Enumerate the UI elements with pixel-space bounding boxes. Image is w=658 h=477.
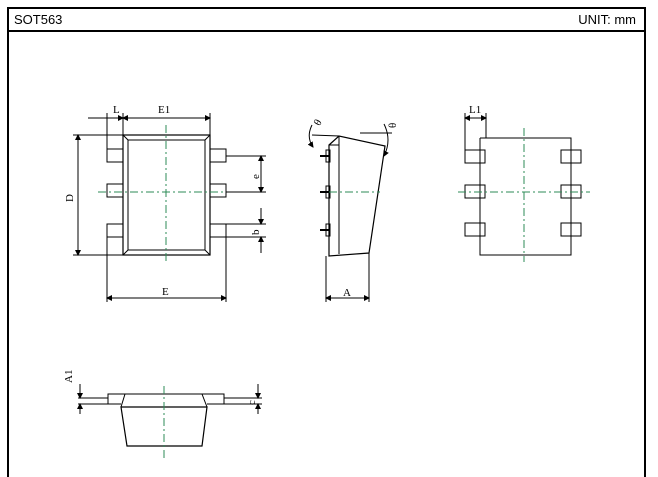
top-view [73, 113, 266, 302]
dim-a-label: A [343, 287, 351, 299]
package-name: SOT563 [14, 12, 63, 27]
dim-e-label: e [250, 174, 262, 179]
dim-l-label: L [113, 104, 120, 116]
dim-a1-label: A1 [63, 370, 75, 383]
dim-e-width-label: E [162, 286, 169, 298]
dim-e1-label: E1 [158, 104, 170, 116]
drawing-frame: SOT563 UNIT: mm [7, 7, 646, 477]
title-bar: SOT563 UNIT: mm [9, 9, 644, 32]
front-view [77, 384, 262, 460]
dim-c-label: c [246, 400, 258, 405]
dim-theta-2-label: θ [387, 123, 399, 128]
dim-d-label: D [64, 194, 76, 202]
dim-b-label: b [250, 229, 262, 235]
dim-theta-1-label: θ [312, 117, 325, 128]
bottom-view [458, 113, 590, 262]
side-view [307, 123, 392, 302]
dim-l1-label: L1 [469, 104, 481, 116]
unit-label: UNIT: mm [578, 12, 636, 27]
